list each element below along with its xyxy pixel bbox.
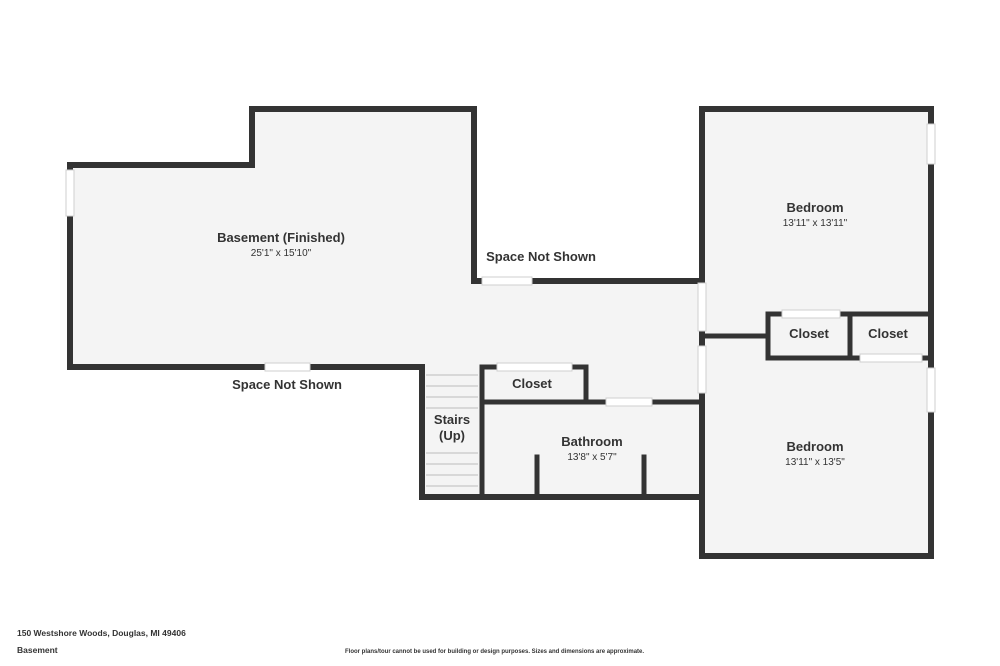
door-closet-right-a xyxy=(781,309,841,319)
bedroom-lower-dims: 13'11" x 13'5" xyxy=(785,457,845,468)
exterior-labels: Space Not Shown Space Not Shown xyxy=(232,249,596,392)
door-closet-center xyxy=(496,362,573,372)
closet-right-a-name: Closet xyxy=(789,326,829,341)
bedroom-upper-name: Bedroom xyxy=(786,200,843,215)
window-bedroom-lower xyxy=(926,367,936,413)
bathroom-floor xyxy=(482,402,702,497)
property-address: 150 Westshore Woods, Douglas, MI 49406 xyxy=(17,628,186,638)
disclaimer: Floor plans/tour cannot be used for buil… xyxy=(345,649,645,655)
space-not-shown-upper: Space Not Shown xyxy=(486,249,596,264)
closet-center-name: Closet xyxy=(512,376,552,391)
stairs-wall xyxy=(419,364,705,500)
basement-name: Basement (Finished) xyxy=(217,230,345,245)
bedroom-upper-dims: 13'11" x 13'11" xyxy=(783,218,848,229)
bedroom-lower-name: Bedroom xyxy=(786,439,843,454)
basement-wall-outer xyxy=(67,106,705,370)
window-bedroom-upper xyxy=(926,123,936,165)
floor-fills xyxy=(70,109,930,556)
door-closet-right-b xyxy=(859,353,923,363)
door-bedroom-upper xyxy=(697,282,707,332)
closet-center-floor xyxy=(482,366,584,402)
basement-dims: 25'1" x 15'10" xyxy=(251,248,312,259)
stairs-direction: (Up) xyxy=(439,428,465,443)
door-bathroom xyxy=(605,397,653,407)
bathroom-dims: 13'8" x 5'7" xyxy=(567,452,617,463)
room-labels: Basement (Finished) 25'1" x 15'10" Bedro… xyxy=(217,200,908,468)
stairs-name: Stairs xyxy=(434,412,470,427)
space-not-shown-lower: Space Not Shown xyxy=(232,377,342,392)
bathroom-name: Bathroom xyxy=(561,434,622,449)
door-basement-bottom xyxy=(264,362,311,372)
window-basement-left xyxy=(65,169,75,217)
door-bedroom-lower xyxy=(697,345,707,394)
basement-floor xyxy=(70,109,702,402)
openings xyxy=(65,123,936,413)
bedroom-block-outer xyxy=(699,106,934,559)
closet-right-b-name: Closet xyxy=(868,326,908,341)
door-basement-right xyxy=(481,276,533,286)
stair-treads xyxy=(426,374,478,487)
bedroom-lower-floor xyxy=(704,336,930,556)
bedroom-upper-floor xyxy=(704,109,930,336)
floor-level: Basement xyxy=(17,645,58,655)
